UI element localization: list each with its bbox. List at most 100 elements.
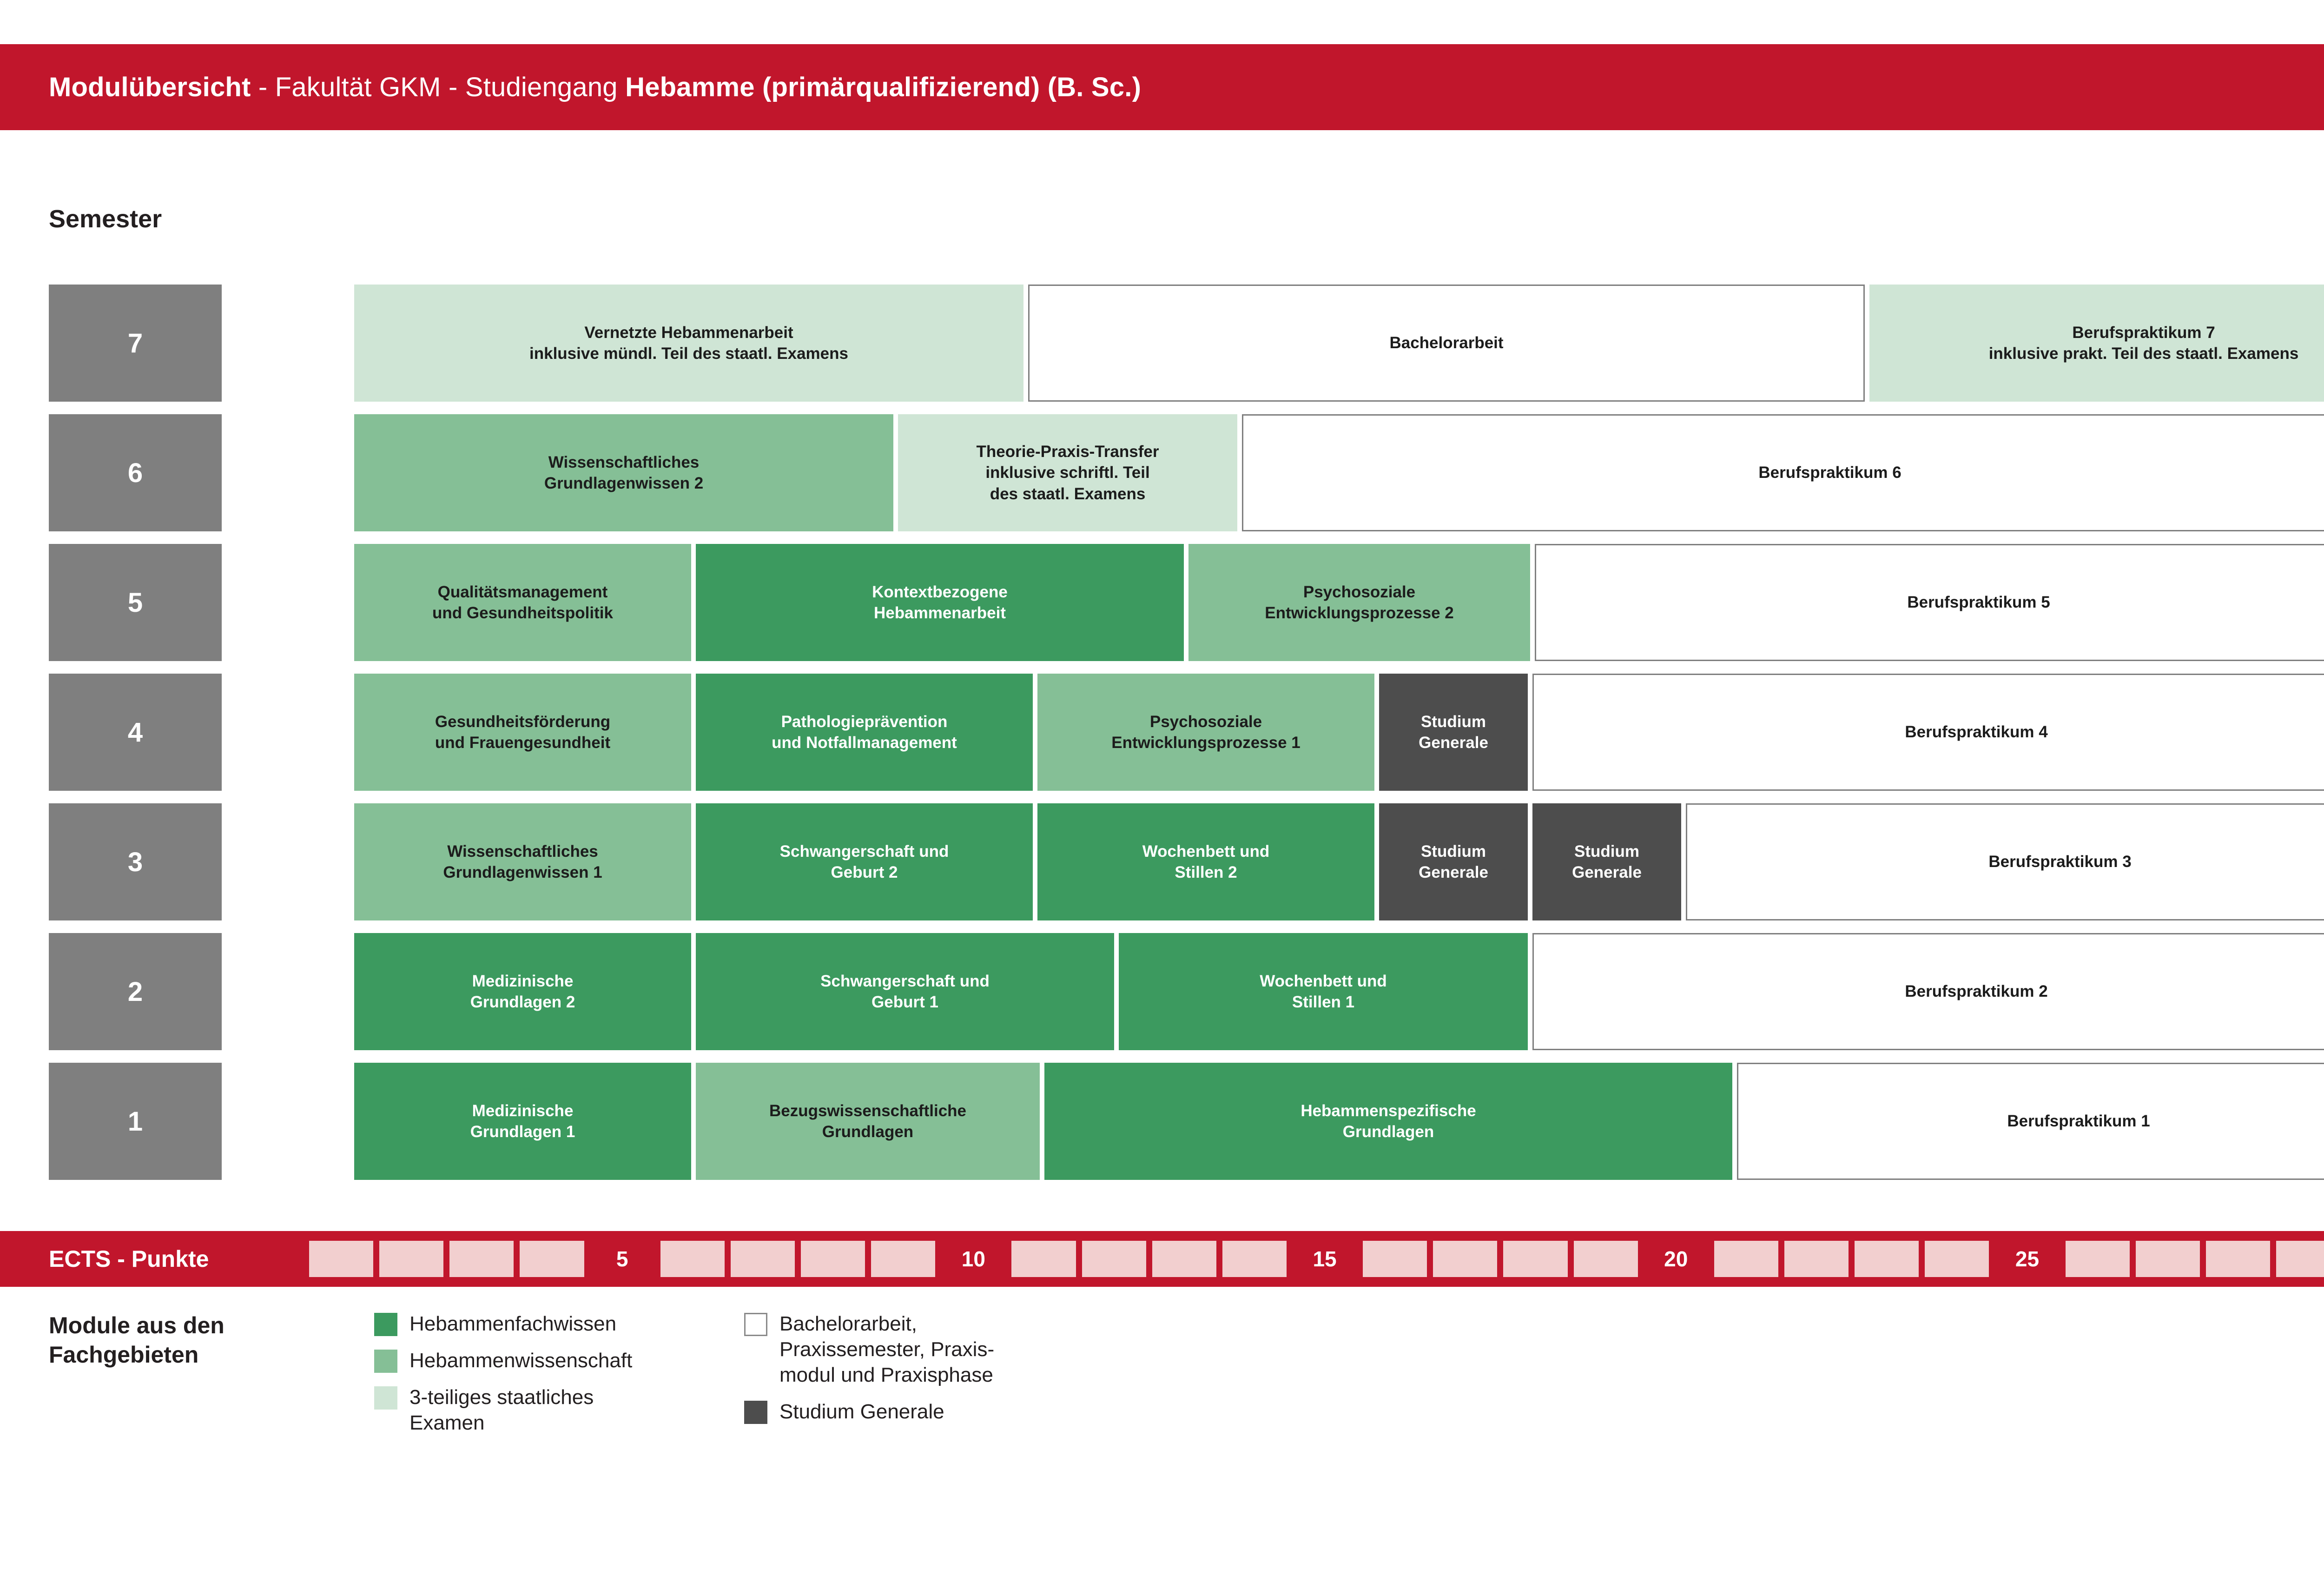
legend-item: Hebammenwissenschaft bbox=[374, 1348, 744, 1373]
semester-badge: 2 bbox=[49, 933, 222, 1050]
legend-item: Studium Generale bbox=[744, 1399, 1114, 1424]
ects-cell bbox=[1433, 1241, 1498, 1277]
module-block: Berufspraktikum 1 bbox=[1737, 1063, 2324, 1180]
ects-cell bbox=[2135, 1241, 2200, 1277]
ects-cell bbox=[309, 1241, 374, 1277]
page-title: Modulübersicht - Fakultät GKM - Studieng… bbox=[49, 72, 1141, 103]
module-block: Schwangerschaft und Geburt 2 bbox=[696, 803, 1033, 920]
ects-cell bbox=[1855, 1241, 1919, 1277]
ects-cell bbox=[2205, 1241, 2270, 1277]
legend-label: Studium Generale bbox=[779, 1400, 944, 1423]
module-block: Studium Generale bbox=[1379, 674, 1528, 791]
module-block: Berufspraktikum 6 bbox=[1242, 414, 2324, 531]
semester-badge: 3 bbox=[49, 803, 222, 920]
semester-badge: 4 bbox=[49, 674, 222, 791]
page-title-bold-2: Hebamme (primärqualifizierend) (B. Sc.) bbox=[625, 72, 1142, 102]
module-block: Psychosoziale Entwicklungsprozesse 1 bbox=[1037, 674, 1374, 791]
ects-cell bbox=[871, 1241, 936, 1277]
module-block: Studium Generale bbox=[1532, 803, 1681, 920]
semester-row: 7 Vernetzte Hebammenarbeit inklusive münd… bbox=[49, 285, 2324, 402]
ects-cell bbox=[1011, 1241, 1076, 1277]
module-block: Theorie-Praxis-Transfer inklusive schrif… bbox=[898, 414, 1237, 531]
ects-scale: ECTS - Punkte 5101520253035 bbox=[0, 1231, 2324, 1287]
legend-swatch-studium-generale bbox=[744, 1401, 767, 1424]
ects-title: ECTS - Punkte bbox=[49, 1246, 209, 1272]
legend-item: 3-teiliges staatliches Examen bbox=[374, 1384, 744, 1436]
ects-cells: 5101520253035 bbox=[309, 1241, 2324, 1277]
module-block: Berufspraktikum 3 bbox=[1686, 803, 2324, 920]
legend-swatch-praxis bbox=[744, 1313, 767, 1336]
module-block: Kontextbezogene Hebammenarbeit bbox=[696, 544, 1184, 661]
ects-cell bbox=[1503, 1241, 1568, 1277]
module-block: Berufspraktikum 7 inklusive prakt. Teil … bbox=[1869, 285, 2324, 402]
ects-cell bbox=[2276, 1241, 2324, 1277]
module-block: Wochenbett und Stillen 2 bbox=[1037, 803, 1374, 920]
module-track: Gesundheitsförderung und Frauengesundhei… bbox=[354, 674, 2324, 791]
module-block: Bachelorarbeit bbox=[1028, 285, 1865, 402]
semester-badge: 1 bbox=[49, 1063, 222, 1180]
module-block: Berufspraktikum 5 bbox=[1535, 544, 2324, 661]
legend-title: Module aus den Fachgebieten bbox=[49, 1312, 224, 1368]
ects-cell bbox=[1363, 1241, 1427, 1277]
legend-swatch-examen bbox=[374, 1386, 397, 1410]
ects-cell bbox=[1082, 1241, 1146, 1277]
ects-cell bbox=[800, 1241, 865, 1277]
module-block: Medizinische Grundlagen 2 bbox=[354, 933, 691, 1050]
semester-heading: Semester bbox=[49, 205, 162, 233]
ects-cell bbox=[1222, 1241, 1287, 1277]
page-title-normal-1: - Fakultät GKM - Studiengang bbox=[251, 72, 626, 102]
ects-milestone-cell: 25 bbox=[1995, 1241, 2060, 1277]
module-block: Psychosoziale Entwicklungsprozesse 2 bbox=[1188, 544, 1530, 661]
ects-cell bbox=[730, 1241, 795, 1277]
module-block: Qualitätsmanagement und Gesundheitspolit… bbox=[354, 544, 691, 661]
module-block: Berufspraktikum 4 bbox=[1532, 674, 2324, 791]
module-block: Wochenbett und Stillen 1 bbox=[1119, 933, 1528, 1050]
semester-row: 4 Gesundheitsförderung und Frauengesundhe… bbox=[49, 674, 2324, 791]
legend-swatch-wissenschaft bbox=[374, 1350, 397, 1373]
module-block: Vernetzte Hebammenarbeit inklusive mündl… bbox=[354, 285, 1023, 402]
semester-badge: 5 bbox=[49, 544, 222, 661]
ects-cell bbox=[1152, 1241, 1216, 1277]
ects-cell bbox=[449, 1241, 514, 1277]
page-title-bold-1: Modulübersicht bbox=[49, 72, 251, 102]
semester-badge: 7 bbox=[49, 285, 222, 402]
module-block: Hebammenspezifische Grundlagen bbox=[1044, 1063, 1732, 1180]
ects-milestone-cell: 5 bbox=[590, 1241, 654, 1277]
legend-swatch-fachwissen bbox=[374, 1313, 397, 1336]
legend-label: 3-teiliges staatliches Examen bbox=[409, 1386, 594, 1434]
ects-milestone-cell: 15 bbox=[1292, 1241, 1357, 1277]
ects-cell bbox=[379, 1241, 444, 1277]
ects-milestone-cell: 10 bbox=[941, 1241, 1006, 1277]
ects-cell bbox=[1925, 1241, 1989, 1277]
module-track: Qualitätsmanagement und Gesundheitspolit… bbox=[354, 544, 2324, 661]
ects-cell bbox=[2065, 1241, 2130, 1277]
legend-label: Hebammenfachwissen bbox=[409, 1312, 617, 1335]
legend-column-practice: Bachelorarbeit, Praxissemester, Praxis- … bbox=[744, 1311, 1114, 1436]
module-block: Berufspraktikum 2 bbox=[1532, 933, 2324, 1050]
module-grid: 7 Vernetzte Hebammenarbeit inklusive münd… bbox=[49, 285, 2324, 1192]
ects-cell bbox=[1714, 1241, 1778, 1277]
legend-item: Hebammenfachwissen bbox=[374, 1311, 744, 1337]
legend-label: Hebammenwissenschaft bbox=[409, 1349, 633, 1372]
module-track: Vernetzte Hebammenarbeit inklusive mündl… bbox=[354, 285, 2324, 402]
ects-cell bbox=[1573, 1241, 1638, 1277]
module-block: Wissenschaftliches Grundlagenwissen 1 bbox=[354, 803, 691, 920]
legend: Module aus den Fachgebieten Hebammenfach… bbox=[49, 1311, 1114, 1447]
module-block: Bezugswissenschaftliche Grundlagen bbox=[696, 1063, 1040, 1180]
module-block: Pathologieprävention und Notfallmanageme… bbox=[696, 674, 1033, 791]
module-block: Schwangerschaft und Geburt 1 bbox=[696, 933, 1114, 1050]
header-bar: Modulübersicht - Fakultät GKM - Studieng… bbox=[0, 44, 2324, 130]
ects-cell bbox=[1784, 1241, 1849, 1277]
ects-milestone-cell: 20 bbox=[1644, 1241, 1708, 1277]
semester-badge: 6 bbox=[49, 414, 222, 531]
legend-item: Bachelorarbeit, Praxissemester, Praxis- … bbox=[744, 1311, 1114, 1388]
ects-cell bbox=[660, 1241, 725, 1277]
ects-cell bbox=[520, 1241, 584, 1277]
semester-row: 5 Qualitätsmanagement und Gesundheitspoli… bbox=[49, 544, 2324, 661]
module-block: Medizinische Grundlagen 1 bbox=[354, 1063, 691, 1180]
